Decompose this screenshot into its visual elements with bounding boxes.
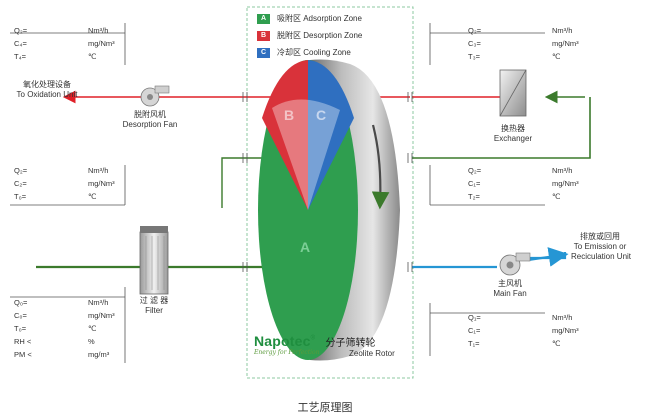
emission-arrow-head bbox=[527, 247, 569, 267]
rotation-arrow bbox=[371, 124, 390, 210]
param-desorption-out-name: C₄= bbox=[14, 39, 27, 48]
zone-legend: A 吸附区 Adsorption Zone B 脱附区 Desorption Z… bbox=[257, 12, 362, 63]
legend-item-cooling: C 冷却区 Cooling Zone bbox=[257, 46, 362, 59]
param-inlet-unit: Nm³/h bbox=[88, 298, 109, 307]
legend-item-adsorption: A 吸附区 Adsorption Zone bbox=[257, 12, 362, 25]
zone-c-label: C bbox=[316, 107, 327, 123]
param-desorption-out-unit: ℃ bbox=[88, 52, 97, 61]
zone-b-label: B bbox=[284, 107, 295, 123]
desorption-fan-label-en: Desorption Fan bbox=[122, 120, 178, 129]
zone-a-label: A bbox=[300, 239, 311, 255]
rotor-name-cn: 分子筛转轮 bbox=[325, 338, 376, 349]
param-exchanger-out-unit: ℃ bbox=[552, 52, 561, 61]
rotor-enclosure bbox=[246, 6, 414, 379]
oxidation-label-cn: 氧化处理设备 bbox=[23, 80, 71, 89]
param-cooling-in-name: T₀= bbox=[14, 192, 27, 201]
duct-markers bbox=[242, 92, 413, 272]
brand-name: Napotec bbox=[254, 333, 311, 349]
bracket-inlet bbox=[10, 287, 126, 363]
param-cooling-out-unit: ℃ bbox=[552, 192, 561, 201]
oxidation-label-en: To Oxidation Unit bbox=[16, 90, 78, 99]
param-inlet-name: C₀= bbox=[14, 311, 27, 320]
legend-swatch-a: A bbox=[257, 13, 270, 24]
brand-registered: ® bbox=[310, 335, 316, 342]
emission-label-cn: 排放或回用 bbox=[580, 232, 620, 241]
param-desorption-out-unit: Nm³/h bbox=[88, 26, 109, 35]
legend-label-a: 吸附区 Adsorption Zone bbox=[277, 14, 362, 23]
param-inlet-name: T₀= bbox=[14, 324, 27, 333]
bracket-outlet bbox=[429, 303, 545, 356]
param-inlet-name: Q₀= bbox=[14, 298, 28, 307]
param-desorption-out-unit: mg/Nm³ bbox=[88, 39, 115, 48]
param-cooling-in-name: C₂= bbox=[14, 179, 27, 188]
exchanger bbox=[499, 69, 527, 117]
param-outlet-name: C₁= bbox=[468, 326, 481, 335]
param-cooling-in-unit: Nm³/h bbox=[88, 166, 109, 175]
param-cooling-out-name: Q₂= bbox=[468, 166, 482, 175]
filter-label-en: Filter bbox=[145, 306, 163, 315]
main-fan-label-en: Main Fan bbox=[493, 289, 527, 298]
cooling-zone bbox=[308, 60, 354, 210]
brand-tagline: Energy for Perfection bbox=[254, 349, 320, 356]
param-cooling-in-unit: mg/Nm³ bbox=[88, 179, 115, 188]
param-outlet-unit: ℃ bbox=[552, 339, 561, 348]
param-inlet-unit: mg/Nm³ bbox=[88, 311, 115, 320]
main-fan-label-cn: 主风机 bbox=[498, 279, 522, 288]
param-outlet-unit: mg/Nm³ bbox=[552, 326, 579, 335]
param-outlet-name: T₁= bbox=[468, 339, 480, 348]
desorption-zone bbox=[262, 60, 308, 210]
desorption-fan-label-cn: 脱附风机 bbox=[134, 110, 166, 119]
param-exchanger-out-name: T₃= bbox=[468, 52, 481, 61]
legend-label-b: 脱附区 Desorption Zone bbox=[277, 31, 363, 40]
param-inlet-unit: % bbox=[88, 337, 95, 346]
param-cooling-in-name: Q₂= bbox=[14, 166, 28, 175]
param-cooling-out-unit: Nm³/h bbox=[552, 166, 573, 175]
rotor-hub-wedge bbox=[272, 99, 340, 210]
legend-swatch-b: B bbox=[257, 30, 270, 41]
exchanger-return-line bbox=[540, 97, 591, 159]
param-exchanger-out-unit: Nm³/h bbox=[552, 26, 573, 35]
legend-label-c: 冷却区 Cooling Zone bbox=[277, 48, 351, 57]
param-inlet-unit: mg/m³ bbox=[88, 350, 110, 359]
param-cooling-out-name: C₁= bbox=[468, 179, 481, 188]
param-exchanger-out-name: Q₂= bbox=[468, 26, 482, 35]
filter-label-cn: 过 滤 器 bbox=[139, 296, 169, 305]
param-outlet-name: Q₁= bbox=[468, 313, 481, 322]
param-exchanger-out-name: C₃= bbox=[468, 39, 481, 48]
legend-item-desorption: B 脱附区 Desorption Zone bbox=[257, 29, 362, 42]
param-outlet-unit: Nm³/h bbox=[552, 313, 573, 322]
rotor-name-en: Zeolite Rotor bbox=[349, 349, 395, 358]
param-cooling-out-unit: mg/Nm³ bbox=[552, 179, 579, 188]
rotor-branding: Napotec® 分子筛转轮 Energy for Perfection Zeo… bbox=[254, 333, 434, 358]
param-inlet-unit: ℃ bbox=[88, 324, 97, 333]
bracket-exchanger-out bbox=[429, 23, 545, 65]
param-exchanger-out-unit: mg/Nm³ bbox=[552, 39, 579, 48]
param-inlet-name: PM < bbox=[14, 350, 32, 359]
emission-label-en2: Reciculation Unit bbox=[570, 252, 632, 261]
desorption-fan bbox=[140, 85, 170, 107]
param-cooling-in-unit: ℃ bbox=[88, 192, 97, 201]
bracket-cooling-out bbox=[429, 165, 545, 206]
exchanger-label-cn: 换热器 bbox=[501, 124, 525, 133]
param-desorption-out-name: T₄= bbox=[14, 52, 27, 61]
param-cooling-out-name: T₂= bbox=[468, 192, 480, 201]
filter bbox=[139, 226, 169, 295]
figure-caption: 工艺原理图 bbox=[297, 402, 353, 414]
legend-swatch-c: C bbox=[257, 47, 270, 58]
bracket-cooling-in bbox=[10, 165, 126, 206]
emission-label-en1: To Emission or bbox=[573, 242, 627, 251]
bracket-desorption-out bbox=[10, 23, 126, 65]
main-fan bbox=[499, 252, 531, 276]
exchanger-label-en: Exchanger bbox=[493, 134, 533, 143]
param-inlet-name: RH < bbox=[14, 337, 32, 346]
param-desorption-out-name: Q₂= bbox=[14, 26, 28, 35]
